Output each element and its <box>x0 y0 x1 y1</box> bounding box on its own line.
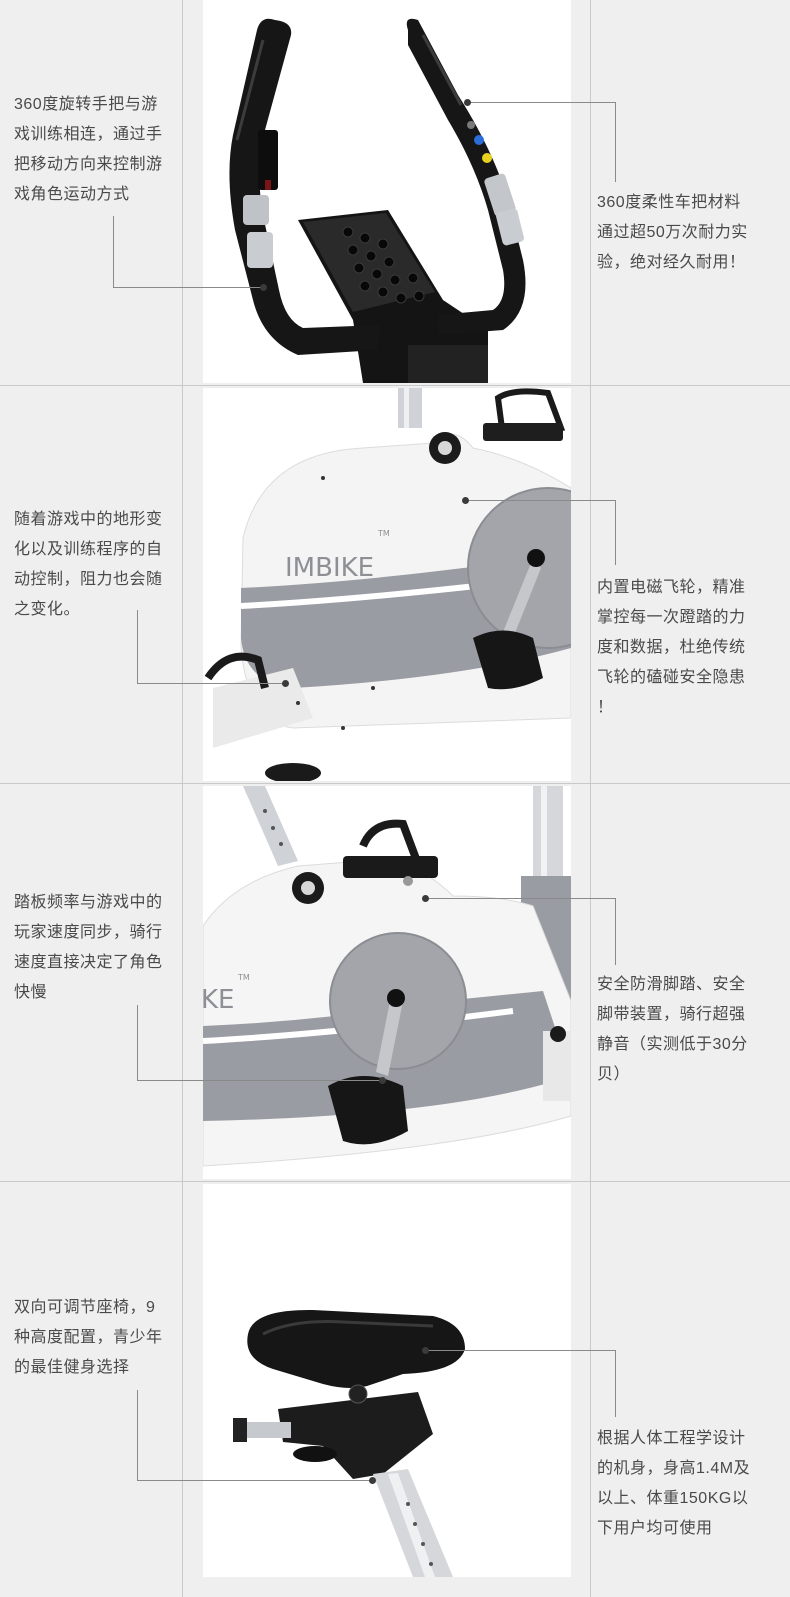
pointer-dot <box>464 99 471 106</box>
trademark-mark: TM <box>377 529 390 538</box>
caption-terrain-resistance: 随着游戏中的地形变 化以及训练程序的自 动控制，阻力也会随 之变化。 <box>14 505 163 625</box>
leader-line <box>615 898 616 965</box>
caption-line: 静音（实测低于30分 <box>597 1036 748 1053</box>
caption-line: 下用户均可使用 <box>597 1520 713 1537</box>
pointer-dot <box>379 1077 386 1084</box>
caption-line: 双向可调节座椅，9 <box>14 1299 156 1316</box>
caption-line: 踏板频率与游戏中的 <box>14 894 163 911</box>
flywheel-illustration: IMBIKE TM <box>204 388 571 781</box>
caption-line: 掌控每一次蹬踏的力 <box>597 609 746 626</box>
leader-line <box>137 1390 138 1480</box>
leader-line <box>113 287 263 288</box>
caption-line: 度和数据，杜绝传统 <box>597 639 746 656</box>
pedal-illustration: KE TM <box>203 786 571 1167</box>
caption-line: 快慢 <box>14 984 48 1001</box>
divider-row-3 <box>0 1181 790 1182</box>
caption-line: 种高度配置，青少年 <box>14 1329 163 1346</box>
caption-safe-pedal: 安全防滑脚踏、安全 脚带装置，骑行超强 静音（实测低于30分 贝） <box>597 970 748 1090</box>
caption-line: ！ <box>597 699 614 716</box>
pointer-dot <box>260 284 267 291</box>
caption-line: 玩家速度同步，骑行 <box>14 924 163 941</box>
pointer-dot <box>282 680 289 687</box>
caption-adjustable-seat: 双向可调节座椅，9 种高度配置，青少年 的最佳健身选择 <box>14 1293 163 1383</box>
pointer-dot <box>422 1347 429 1354</box>
caption-line: 通过超50万次耐力实 <box>597 224 748 241</box>
divider-right <box>590 0 591 1597</box>
brand-logo-text: IMBIKE <box>285 553 374 583</box>
leader-line <box>137 1480 372 1481</box>
caption-line: 内置电磁飞轮，精准 <box>597 579 746 596</box>
caption-line: 随着游戏中的地形变 <box>14 511 163 528</box>
caption-line: 飞轮的磕碰安全隐患 <box>597 669 746 686</box>
trademark-mark: TM <box>237 973 250 982</box>
photo-handlebar <box>203 0 571 383</box>
photo-flywheel-housing: IMBIKE TM <box>203 388 571 781</box>
leader-line <box>137 683 285 684</box>
caption-line: 的机身，身高1.4M及 <box>597 1460 751 1477</box>
caption-magnetic-flywheel: 内置电磁飞轮，精准 掌控每一次蹬踏的力 度和数据，杜绝传统 飞轮的磕碰安全隐患 … <box>597 573 746 723</box>
caption-line: 化以及训练程序的自 <box>14 541 163 558</box>
caption-line: 贝） <box>597 1066 631 1083</box>
caption-line: 根据人体工程学设计 <box>597 1430 746 1447</box>
leader-line <box>113 216 114 287</box>
caption-line: 的最佳健身选择 <box>14 1359 130 1376</box>
leader-line <box>468 500 615 501</box>
caption-line: 脚带装置，骑行超强 <box>597 1006 746 1023</box>
pointer-dot <box>462 497 469 504</box>
caption-line: 戏角色运动方式 <box>14 186 130 203</box>
caption-line: 360度柔性车把材料 <box>597 194 741 211</box>
leader-line <box>428 1350 615 1351</box>
photo-pedal: KE TM <box>203 786 571 1179</box>
leader-line <box>137 610 138 683</box>
caption-line: 以上、体重150KG以 <box>597 1490 749 1507</box>
caption-line: 安全防滑脚踏、安全 <box>597 976 746 993</box>
caption-line: 验，绝对经久耐用！ <box>597 254 746 271</box>
pointer-dot <box>369 1477 376 1484</box>
leader-line <box>137 1080 382 1081</box>
pointer-dot <box>422 895 429 902</box>
caption-line: 把移动方向来控制游 <box>14 156 163 173</box>
caption-line: 速度直接决定了角色 <box>14 954 163 971</box>
caption-ergonomic-body: 根据人体工程学设计 的机身，身高1.4M及 以上、体重150KG以 下用户均可使… <box>597 1424 750 1544</box>
handlebar-illustration <box>229 18 526 383</box>
seat-illustration <box>233 1309 465 1577</box>
caption-line: 动控制，阻力也会随 <box>14 571 163 588</box>
caption-line: 戏训练相连，通过手 <box>14 126 163 143</box>
caption-handlebar-game: 360度旋转手把与游 戏训练相连，通过手 把移动方向来控制游 戏角色运动方式 <box>14 90 163 210</box>
divider-row-2 <box>0 783 790 784</box>
leader-line <box>428 898 615 899</box>
caption-line: 之变化。 <box>14 601 81 618</box>
caption-pedal-cadence: 踏板频率与游戏中的 玩家速度同步，骑行 速度直接决定了角色 快慢 <box>14 888 163 1008</box>
divider-left <box>182 0 183 1597</box>
caption-handlebar-durability: 360度柔性车把材料 通过超50万次耐力实 验，绝对经久耐用！ <box>597 188 748 278</box>
leader-line <box>470 102 615 103</box>
divider-row-1 <box>0 385 790 386</box>
leader-line <box>615 1350 616 1417</box>
caption-line: 360度旋转手把与游 <box>14 96 158 113</box>
brand-logo-text: KE <box>203 985 234 1015</box>
leader-line <box>615 500 616 565</box>
leader-line <box>137 1005 138 1080</box>
photo-seat <box>203 1184 571 1577</box>
leader-line <box>615 102 616 182</box>
